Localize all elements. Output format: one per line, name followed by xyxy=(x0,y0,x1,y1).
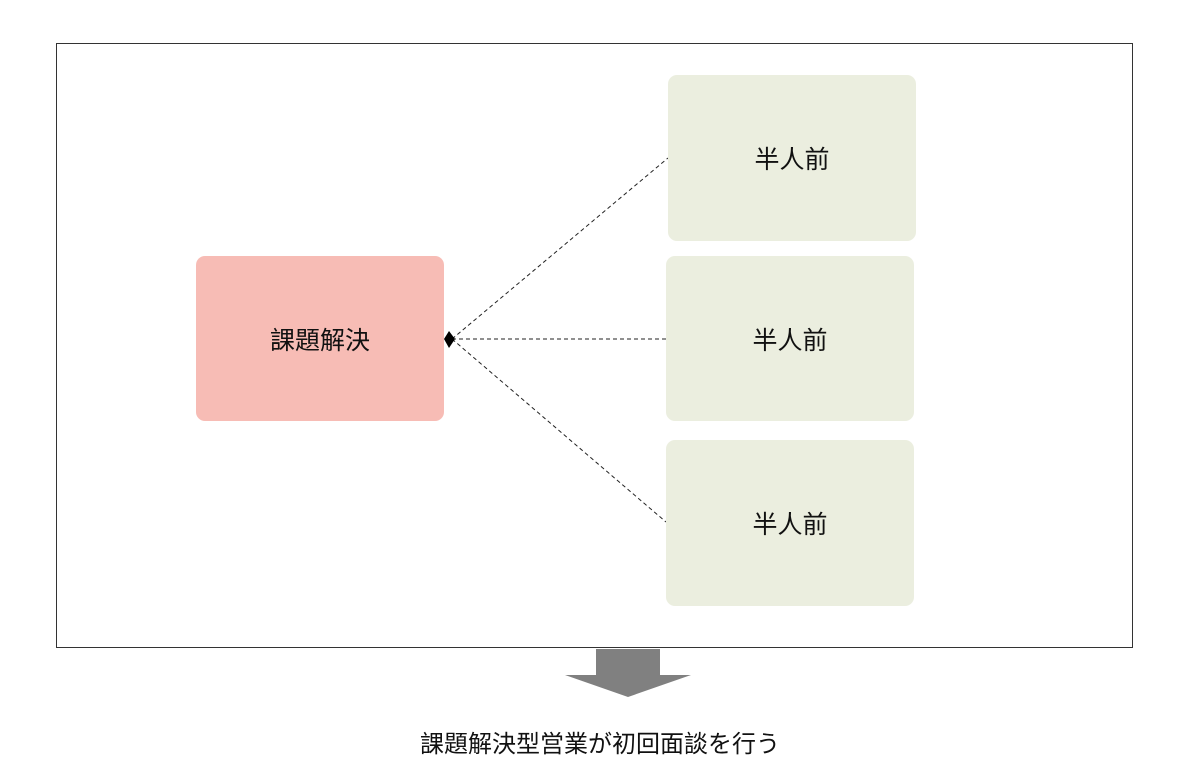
down-arrow-icon xyxy=(565,649,691,697)
diagram-frame xyxy=(56,43,1133,648)
diamond-connector-icon xyxy=(444,331,455,348)
target-node-3: 半人前 xyxy=(666,440,914,606)
target-node-2: 半人前 xyxy=(666,256,914,421)
source-node-label: 課題解決 xyxy=(269,325,370,355)
source-node: 課題解決 xyxy=(196,256,444,421)
target-node-label: 半人前 xyxy=(754,145,830,174)
connector-line-1 xyxy=(451,157,669,340)
connector-line-3 xyxy=(451,338,667,523)
target-node-label: 半人前 xyxy=(752,325,828,355)
target-node-label: 半人前 xyxy=(752,510,828,539)
caption: 課題解決型営業が初回面談を行う xyxy=(420,730,780,758)
target-node-1: 半人前 xyxy=(668,75,916,241)
